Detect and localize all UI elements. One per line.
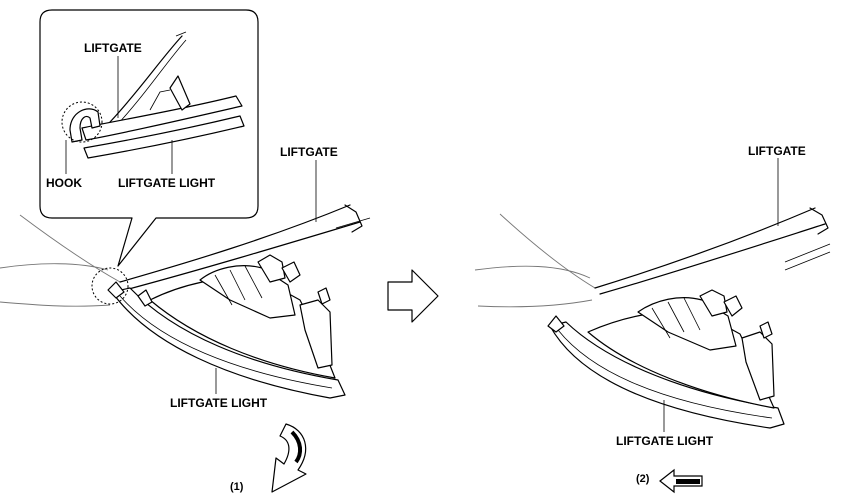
step-1-label: (1)	[230, 481, 244, 493]
left-liftgate-light-label: LIFTGATE LIGHT	[170, 396, 268, 410]
left-light-bracket	[299, 299, 333, 369]
rotate-step: (1)	[230, 423, 307, 493]
right-liftgate-label: LIFTGATE	[748, 144, 806, 158]
hollow-right-arrow-icon	[387, 269, 439, 323]
right-light-lens	[549, 321, 785, 429]
curved-arrow-shading	[290, 430, 303, 464]
left-liftgate-corner	[344, 204, 363, 233]
right-liftgate-edge	[594, 207, 816, 289]
left-scene: LIFTGATE LIFTGATE LIGHT	[0, 145, 371, 410]
inset-light-stem	[169, 75, 191, 111]
left-light-connector-tip	[281, 261, 301, 283]
inset-hook	[69, 108, 101, 143]
inset-liftgate-label: LIFTGATE	[84, 41, 142, 55]
curved-down-arrow-icon	[271, 423, 307, 493]
right-liftgate-corner	[809, 207, 829, 235]
right-liftgate-trim	[784, 243, 831, 271]
left-light-clip	[137, 289, 153, 307]
inset-liftgate-tip	[175, 31, 187, 37]
left-liftgate-trim	[335, 217, 371, 229]
inset-light-stem-2	[149, 89, 171, 111]
right-body-line	[499, 213, 596, 289]
inset-liftgate-edge	[109, 35, 183, 123]
right-light-connector-tip	[723, 295, 743, 317]
inset-light-rail-lower	[83, 115, 245, 159]
left-light-hook-tab	[107, 281, 125, 299]
detail-inset: LIFTGATE HOOK LIFTGATE LIGHT	[39, 9, 259, 267]
inset-hook-label: HOOK	[46, 176, 82, 190]
right-liftgate-light-label: LIFTGATE LIGHT	[616, 434, 714, 448]
inset-liftgate-light-label: LIFTGATE LIGHT	[118, 176, 216, 190]
right-body-line-3	[477, 299, 593, 308]
left-liftgate-edge-2	[124, 221, 361, 291]
left-light-pin	[317, 287, 331, 305]
left-light-lens-line	[119, 295, 333, 389]
inset-light-rail	[81, 95, 243, 141]
left-hook-highlight	[91, 267, 129, 305]
step-2-label: (2)	[636, 473, 650, 485]
left-arrow-shading	[676, 479, 700, 484]
left-light-lens	[111, 287, 346, 399]
left-body-line-2	[0, 263, 109, 271]
right-light-lens-line	[557, 329, 773, 419]
right-light-hook-tab	[547, 315, 565, 333]
right-light-socket-ribs	[651, 297, 701, 339]
right-light-pin	[759, 321, 773, 339]
left-liftgate-edge	[119, 204, 351, 283]
left-light-socket-ribs	[214, 265, 263, 306]
inset-hook-highlight	[61, 101, 103, 143]
right-scene: LIFTGATE LIFTGATE LIGHT (2)	[474, 144, 831, 494]
left-body-line	[19, 214, 121, 283]
inset-liftgate-edge-2	[115, 39, 187, 127]
right-liftgate-edge-2	[599, 223, 826, 295]
left-body-line-3	[0, 301, 111, 307]
right-body-line-2	[474, 265, 591, 279]
left-liftgate-label: LIFTGATE	[280, 145, 338, 159]
right-light-bracket	[741, 331, 775, 401]
